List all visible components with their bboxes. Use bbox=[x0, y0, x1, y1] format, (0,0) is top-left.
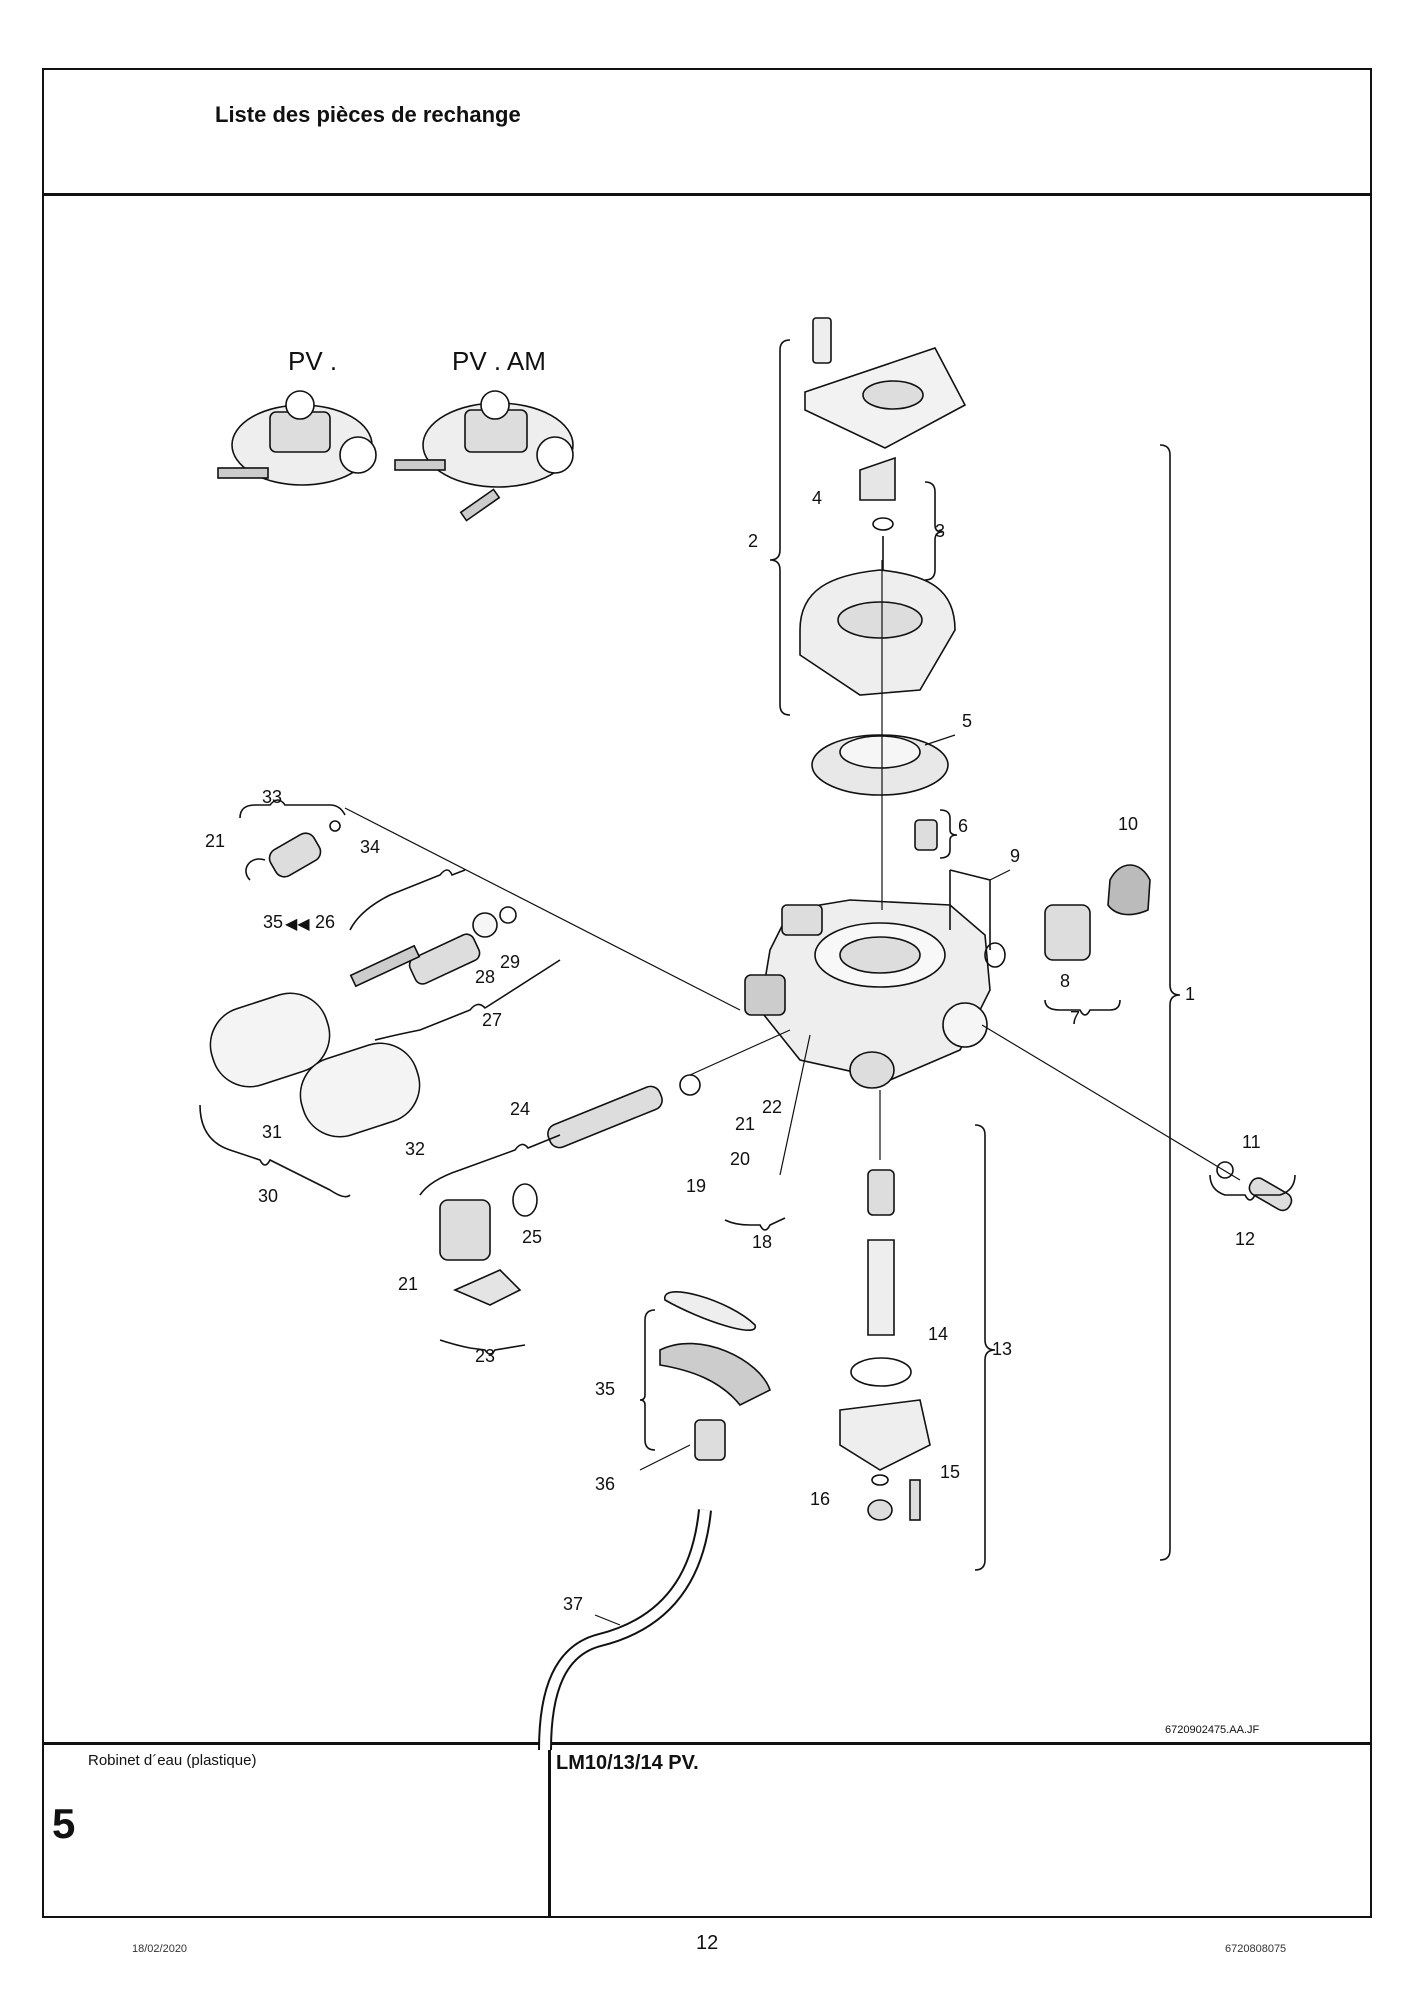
callout-13: 13 bbox=[992, 1339, 1012, 1359]
callout-30: 30 bbox=[258, 1186, 278, 1206]
callout-14: 14 bbox=[928, 1324, 948, 1344]
callout-26: 26 bbox=[315, 912, 335, 932]
callout-labels: 1 2 3 4 5 6 7 8 9 10 11 12 13 14 15 16 1… bbox=[205, 488, 1261, 1614]
callout-4: 4 bbox=[812, 488, 822, 508]
left-side-parts bbox=[209, 820, 701, 1306]
callout-10: 10 bbox=[1118, 814, 1138, 834]
section-number: 5 bbox=[52, 1800, 76, 1847]
top-cover-assembly bbox=[799, 317, 967, 851]
callout-37: 37 bbox=[563, 1594, 583, 1614]
footer-divider bbox=[42, 1742, 1372, 1745]
callout-18: 18 bbox=[752, 1232, 772, 1252]
callout-2: 2 bbox=[748, 531, 758, 551]
model-designation: LM10/13/14 PV. bbox=[556, 1752, 699, 1774]
callout-3: 3 bbox=[935, 521, 945, 541]
callout-12: 12 bbox=[1235, 1229, 1255, 1249]
callout-29: 29 bbox=[500, 952, 520, 972]
header-divider bbox=[42, 193, 1372, 196]
assembly-brackets bbox=[199, 339, 1296, 1571]
right-side-parts bbox=[949, 864, 1293, 1212]
callout-21-mid: 21 bbox=[735, 1114, 755, 1134]
callout-31: 31 bbox=[262, 1122, 282, 1142]
section-description: Robinet d´eau (plastique) bbox=[88, 1752, 257, 1769]
callout-6: 6 bbox=[958, 816, 968, 836]
variant-pv-am-thumbnail: PV . AM bbox=[394, 346, 574, 522]
page-number: 12 bbox=[696, 1932, 719, 1954]
callout-28: 28 bbox=[475, 967, 495, 987]
callout-15: 15 bbox=[940, 1462, 960, 1482]
variant-pv-am-label: PV . AM bbox=[452, 346, 546, 376]
variant-pv-thumbnail: PV . bbox=[217, 346, 377, 486]
callout-11: 11 bbox=[1242, 1132, 1261, 1152]
page-title: Liste des pièces de rechange bbox=[215, 102, 521, 127]
callout-16: 16 bbox=[810, 1489, 830, 1509]
variant-pv-label: PV . bbox=[288, 346, 337, 376]
callout-22: 22 bbox=[762, 1097, 782, 1117]
callout-19: 19 bbox=[686, 1176, 706, 1196]
callout-25: 25 bbox=[522, 1227, 542, 1247]
callout-24: 24 bbox=[510, 1099, 530, 1119]
callout-1: 1 bbox=[1185, 984, 1195, 1004]
callout-20: 20 bbox=[730, 1149, 750, 1169]
callout-34: 34 bbox=[360, 837, 380, 857]
leader-lines bbox=[344, 560, 1241, 1626]
footer-date: 18/02/2020 bbox=[132, 1943, 188, 1955]
footer-column-divider bbox=[548, 1742, 551, 1918]
drawing-reference: 6720902475.AA.JF bbox=[1165, 1724, 1259, 1736]
footer-doc-number: 6720808075 bbox=[1225, 1943, 1287, 1955]
callout-21-bottom: 21 bbox=[398, 1274, 418, 1294]
callout-8: 8 bbox=[1060, 971, 1070, 991]
callout-33: 33 bbox=[262, 787, 282, 807]
callout-7: 7 bbox=[1070, 1008, 1080, 1028]
callout-35-left: 35 bbox=[263, 912, 283, 932]
bottom-parts bbox=[538, 1169, 931, 1751]
callout-35: 35 bbox=[595, 1379, 615, 1399]
callout-27: 27 bbox=[482, 1010, 502, 1030]
callout-9: 9 bbox=[1010, 846, 1020, 866]
page-frame bbox=[42, 68, 1372, 1918]
callout-5: 5 bbox=[962, 711, 972, 731]
callout-32: 32 bbox=[405, 1139, 425, 1159]
callout-23: 23 bbox=[475, 1346, 495, 1366]
callout-21-left: 21 bbox=[205, 831, 225, 851]
valve-body bbox=[744, 899, 991, 1089]
callout-36: 36 bbox=[595, 1474, 615, 1494]
double-arrow-icon: ◀◀ bbox=[285, 916, 310, 933]
